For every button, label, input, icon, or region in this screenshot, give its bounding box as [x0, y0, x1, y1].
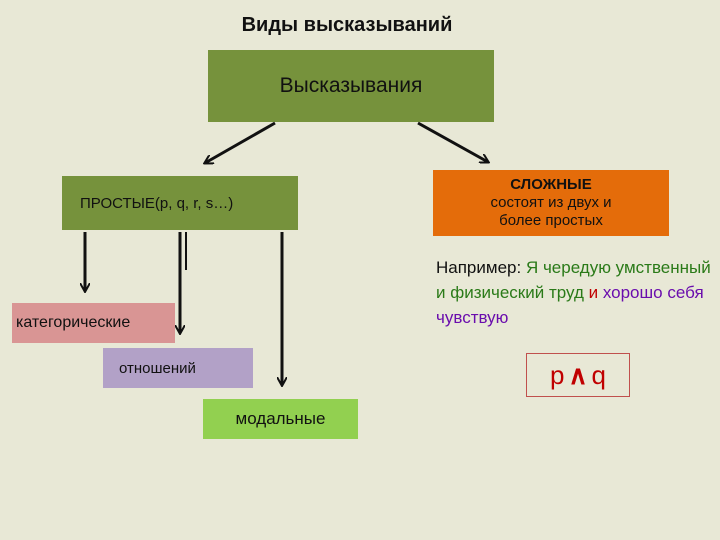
- simple-node-label: ПРОСТЫЕ: [80, 194, 155, 212]
- formula-box: p ∧ q: [526, 353, 630, 397]
- arrow-root-to-complex: [417, 121, 488, 162]
- relational-node: отношений: [103, 348, 253, 388]
- root-node: Высказывания: [208, 50, 494, 122]
- simple-node-vars: (p, q, r, s…): [154, 194, 234, 212]
- complex-node: СЛОЖНЫЕ состоят из двух и более простых: [433, 170, 669, 236]
- example-part-1: Я чередую умственный и физический труд: [436, 258, 711, 302]
- example-text: Например: Я чередую умственный и физичес…: [436, 255, 718, 330]
- diagram-title: Виды высказываний: [0, 14, 720, 37]
- example-prefix: Например:: [436, 258, 526, 277]
- diagram-title-text: Виды высказываний: [241, 14, 453, 36]
- modal-node-label: модальные: [235, 409, 326, 428]
- simple-node: ПРОСТЫЕ (p, q, r, s…): [62, 176, 298, 230]
- arrow-root-to-simple: [205, 121, 276, 163]
- formula-and-operator: ∧: [568, 359, 588, 390]
- categorical-node-label: категорические: [16, 314, 131, 331]
- formula-q: q: [591, 359, 606, 390]
- formula-p: p: [550, 359, 565, 390]
- example-part-2: хорошо себя чувствую: [436, 283, 704, 327]
- relational-node-label: отношений: [119, 359, 196, 377]
- complex-node-desc-2: более простых: [499, 212, 603, 229]
- modal-node: модальные: [203, 399, 358, 439]
- complex-node-desc-1: состоят из двух и: [490, 194, 612, 211]
- example-conjunction: и: [583, 283, 603, 302]
- root-node-label: Высказывания: [279, 74, 423, 97]
- categorical-node: категорические: [12, 303, 175, 343]
- complex-node-title: СЛОЖНЫЕ: [510, 176, 592, 193]
